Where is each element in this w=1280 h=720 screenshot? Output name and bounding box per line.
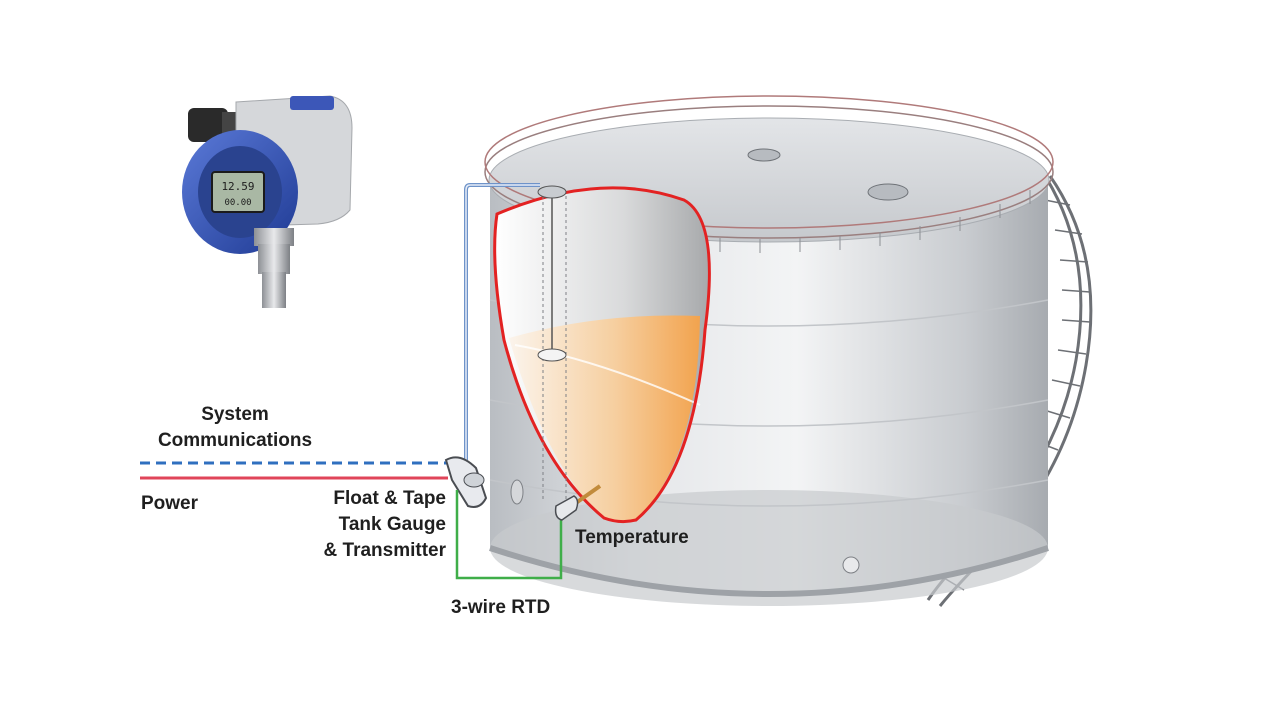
- float-tape-gauge-icon: [444, 456, 488, 508]
- transmitter-display-value: 12.59: [221, 180, 254, 193]
- rtd-label: 3-wire RTD: [451, 597, 551, 618]
- rtd-wire: [455, 490, 563, 580]
- system-communications-line2: Communications: [157, 430, 313, 451]
- gauge-label-line3: & Transmitter: [323, 540, 446, 561]
- float-disc-icon: [537, 348, 567, 362]
- power-label: Power: [141, 493, 199, 514]
- liquid-level: [509, 315, 700, 522]
- tank-cutaway: [493, 185, 711, 524]
- pressure-transmitter-icon: 12.59 00.00: [182, 95, 353, 308]
- gauge-label-line2: Tank Gauge: [338, 514, 446, 535]
- temperature-label: Temperature: [575, 527, 689, 548]
- system-communications-line1: System: [201, 404, 269, 425]
- system-communications-label: System Communications: [140, 402, 330, 454]
- gauge-label-line1: Float & Tape: [333, 488, 446, 509]
- rtd-probe-icon: [554, 484, 602, 521]
- transmitter-display-line2: 00.00: [224, 198, 251, 208]
- gauge-label: Float & Tape Tank Gauge & Transmitter: [276, 486, 446, 564]
